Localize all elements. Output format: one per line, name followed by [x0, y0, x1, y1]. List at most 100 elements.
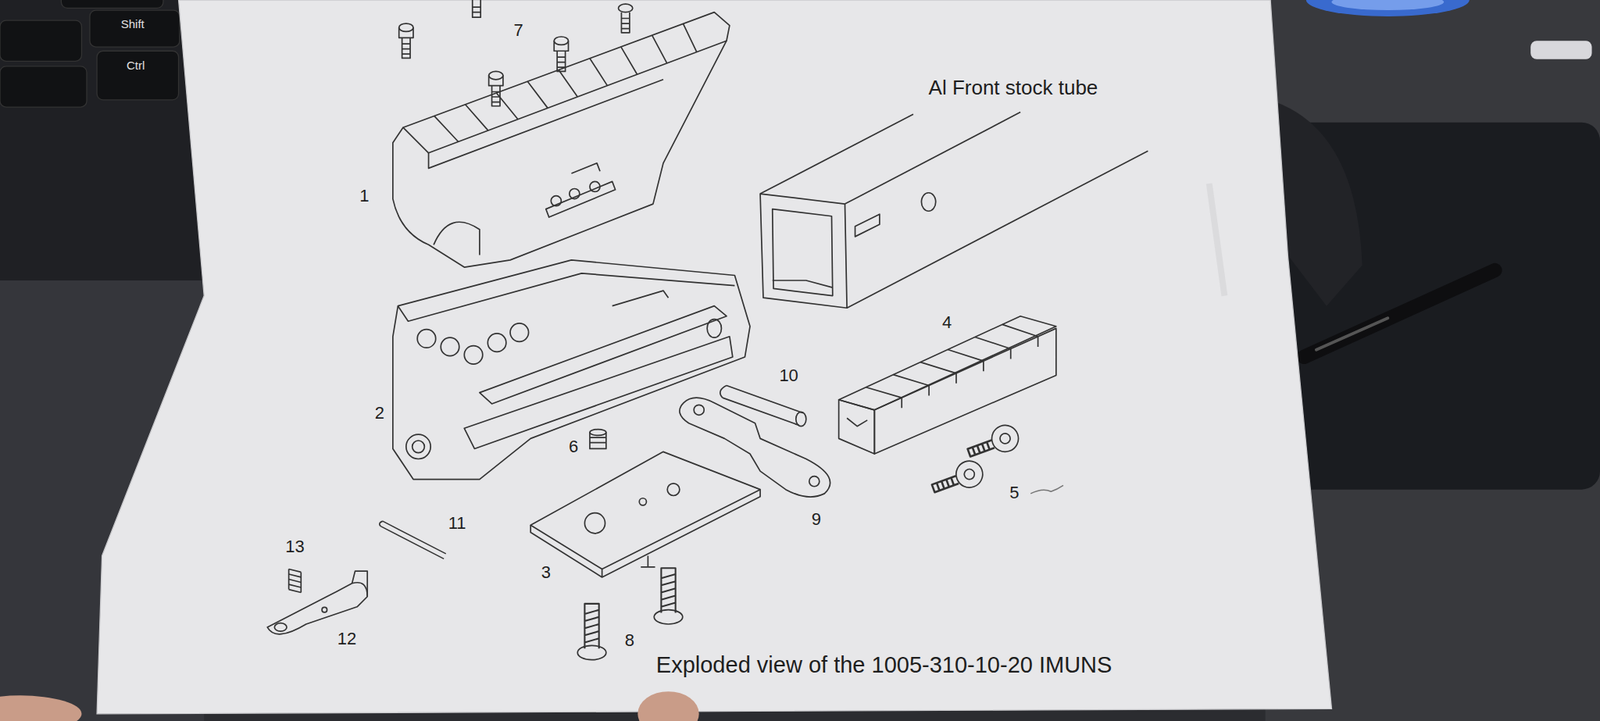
rail-mount-1: [428, 79, 664, 169]
callout-number-box: 5: [1009, 483, 1019, 503]
callout-number: 12: [337, 628, 357, 649]
set-screw-6: [589, 429, 607, 450]
rail-mount-1: [434, 23, 697, 142]
rail-mount-1: [433, 221, 480, 255]
callout-number-box: 3: [541, 563, 551, 583]
receiver-body-2: [440, 337, 460, 356]
receiver-body-2: [707, 319, 722, 338]
spring-13: [289, 568, 302, 593]
base-plate-3: [530, 489, 761, 578]
link-plate-9: [679, 397, 831, 497]
callout-number-box: 1: [359, 186, 369, 206]
rail-section-4: [839, 316, 1057, 454]
base-plate-3: [640, 556, 655, 568]
set-screw-6: [589, 429, 607, 436]
keyboard-keys: [0, 66, 87, 108]
cap-screws-5: [928, 421, 1022, 500]
hand: [637, 691, 699, 721]
receiver-body-2: [406, 434, 431, 459]
callout-number-box: 10: [778, 366, 798, 386]
callout-number-box: 12: [337, 629, 357, 649]
paper-sheet: [1209, 183, 1225, 297]
base-plate-3: [530, 451, 761, 569]
rail-mount-1: [392, 40, 727, 268]
receiver-body-2: [479, 306, 727, 404]
callout-number: 5: [1009, 482, 1019, 503]
callout-number-box: 6: [568, 437, 579, 457]
screws-8: [653, 610, 683, 625]
roll-pin-10: [722, 385, 804, 425]
callout-number: 11: [448, 513, 467, 533]
base-plate-3: [667, 483, 680, 497]
callout-number: 1: [359, 185, 369, 206]
part-label-box: Al Front stock tube: [928, 76, 1099, 100]
desk-background: [1530, 40, 1592, 59]
cap-screws-5: [964, 421, 1022, 465]
callout-number-box: 13: [285, 537, 304, 557]
keyboard-keys: [0, 0, 180, 108]
callout-number: 2: [375, 403, 385, 423]
callout-number-box: 9: [811, 510, 822, 529]
lever-12: [274, 623, 287, 632]
pin-11: [379, 521, 383, 527]
screws-8: [577, 567, 683, 660]
key-label: Shift: [121, 17, 145, 31]
rail-mount-1: [392, 12, 730, 268]
hand: [0, 695, 82, 721]
cap-screws-5: [932, 475, 959, 493]
front-stock-tube: [760, 114, 914, 194]
screws-8: [584, 603, 599, 649]
roll-pin-10: [720, 385, 727, 398]
rail-section-4: [839, 400, 875, 454]
keyboard-keys: [89, 10, 180, 47]
receiver-body-2: [392, 260, 750, 480]
screws-8: [577, 603, 607, 661]
caption-box: Exploded view of the 1005-310-10-20 IMUN…: [656, 653, 1113, 679]
cap-screws-7: [402, 37, 411, 58]
cap-screws-5: [967, 439, 995, 457]
base-plate-3: [584, 513, 605, 534]
receiver-body-2: [392, 260, 750, 480]
paper-sheet: [96, 0, 1332, 715]
rail-mount-1: [403, 12, 730, 154]
cap-screws-5: [952, 457, 987, 492]
desk-background: [1306, 0, 1470, 17]
callout-number-box: 2: [375, 403, 385, 423]
lever-12: [267, 582, 368, 635]
link-plate-9: [679, 397, 831, 497]
keyboard-keys: [60, 0, 164, 8]
pen-mark: [1030, 485, 1064, 493]
cap-screws-5: [928, 457, 986, 500]
rail-section-4: [866, 324, 1039, 398]
cap-screws-7: [489, 75, 504, 86]
rail-section-4: [874, 328, 1056, 454]
receiver-body-2: [412, 440, 425, 454]
paper-sheet: [96, 0, 1332, 715]
cap-screws-7: [553, 36, 568, 72]
desk-background: [1316, 317, 1388, 350]
cap-screws-7: [399, 0, 633, 107]
front-stock-tube: [855, 214, 880, 237]
cap-screws-7: [399, 23, 414, 58]
link-plate-9: [809, 476, 820, 487]
cap-screws-7: [553, 40, 568, 51]
callout-number: 6: [568, 436, 579, 457]
key-label-box: Ctrl: [126, 58, 145, 73]
screws-8: [577, 645, 607, 660]
base-plate-3: [639, 498, 647, 506]
screws-8: [660, 567, 675, 613]
front-stock-tube: [921, 192, 936, 211]
key-label: Ctrl: [126, 58, 145, 72]
part-label: Al Front stock tube: [928, 75, 1099, 100]
lever-12: [321, 607, 328, 613]
cap-screws-5: [998, 432, 1012, 446]
front-stock-tube: [844, 112, 1021, 204]
caption: Exploded view of the 1005-310-10-20 IMUN…: [656, 652, 1113, 678]
cap-screws-7: [399, 27, 414, 38]
callout-number: 3: [541, 562, 551, 583]
cap-screws-7: [618, 3, 633, 33]
base-plate-3: [530, 451, 761, 578]
